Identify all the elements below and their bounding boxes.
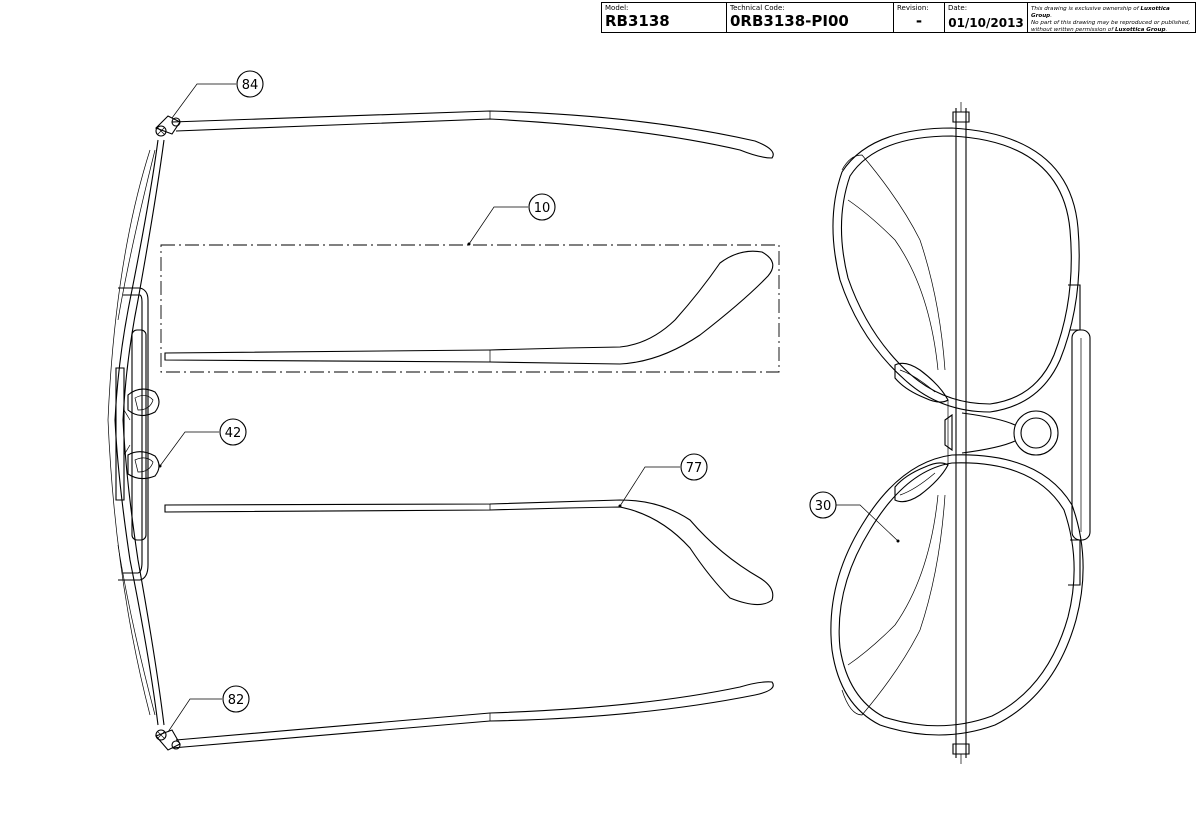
bridge-ring	[1013, 410, 1059, 456]
lower-hinge	[155, 729, 181, 751]
upper-hinge	[155, 115, 181, 137]
ownership-note: This drawing is exclusive ownership of L…	[1031, 6, 1191, 33]
callout-82: 82	[167, 685, 250, 733]
revision-cell: Revision: -	[894, 3, 945, 32]
lower-lens	[830, 454, 1084, 736]
callout-84-label: 84	[242, 78, 259, 93]
ownership-cell: This drawing is exclusive ownership of L…	[1028, 3, 1195, 33]
temple-insert-detail	[160, 244, 780, 373]
lower-temple	[171, 681, 774, 749]
callout-10-label: 10	[534, 201, 551, 216]
callout-77: 77	[618, 453, 708, 508]
revision-value: -	[915, 12, 923, 30]
front-view	[830, 102, 1091, 764]
model-label: Model:	[605, 4, 629, 12]
separate-temple	[164, 499, 774, 606]
top-view-frame	[107, 110, 774, 751]
technical-code-value: 0RB3138-PI00	[730, 12, 849, 30]
technical-code-label: Technical Code:	[730, 4, 785, 12]
revision-label: Revision:	[897, 4, 929, 12]
date-value: 01/10/2013	[948, 16, 1024, 30]
technical-code-cell: Technical Code: 0RB3138-PI00	[727, 3, 894, 32]
model-cell: Model: RB3138	[602, 3, 727, 32]
callout-10: 10	[467, 193, 556, 246]
callout-77-label: 77	[686, 461, 703, 476]
callout-84: 84	[171, 70, 264, 119]
date-label: Date:	[948, 4, 968, 12]
model-value: RB3138	[605, 12, 670, 30]
date-cell: Date: 01/10/2013	[945, 3, 1028, 32]
callout-30-label: 30	[815, 499, 832, 514]
upper-temple	[171, 110, 774, 159]
callout-82-label: 82	[228, 693, 245, 708]
callout-30: 30	[809, 491, 900, 543]
title-block: Model: RB3138 Technical Code: 0RB3138-PI…	[601, 2, 1196, 33]
nose-pads-top	[123, 388, 160, 480]
callout-42-label: 42	[225, 426, 242, 441]
callout-42: 42	[158, 418, 247, 468]
